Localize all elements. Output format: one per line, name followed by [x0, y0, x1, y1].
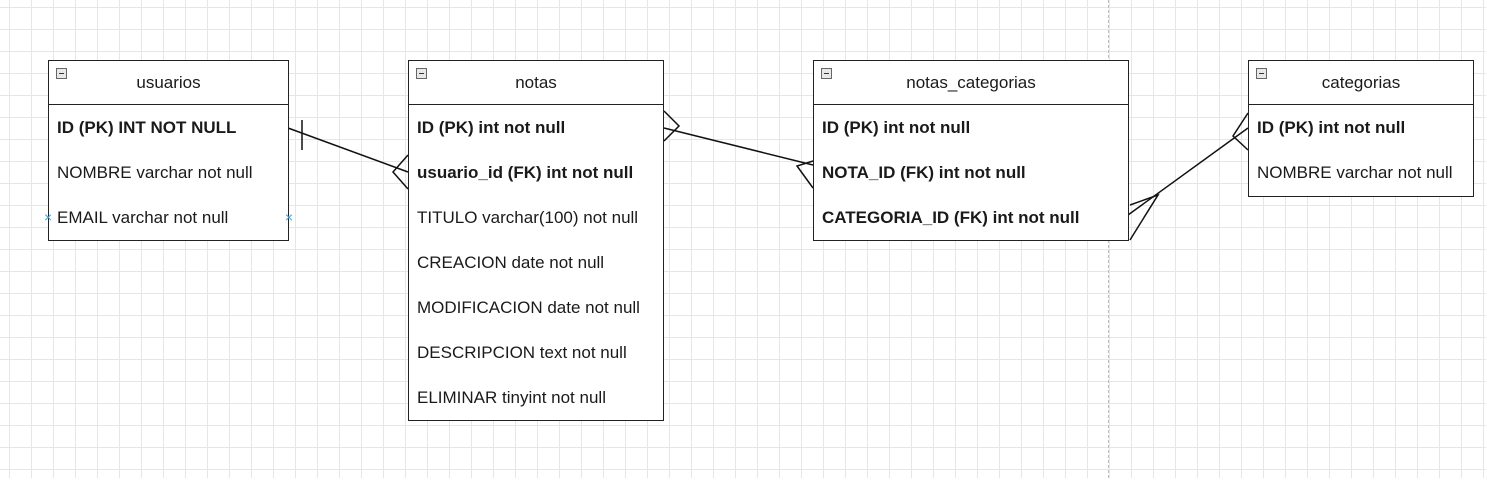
crowsfoot-categorias [1232, 112, 1249, 151]
collapse-icon[interactable] [1256, 68, 1267, 79]
entity-title: usuarios [136, 72, 201, 92]
entity-categorias[interactable]: categorias ID (PK) int not null NOMBRE v… [1248, 60, 1474, 197]
collapse-icon[interactable] [56, 68, 67, 79]
field-row[interactable]: ID (PK) int not null [1257, 118, 1406, 137]
field-row[interactable]: DESCRIPCION text not null [417, 343, 627, 362]
entity-title: notas [515, 72, 557, 92]
entity-title: categorias [1321, 72, 1401, 92]
field-row[interactable]: NOMBRE varchar not null [1257, 163, 1453, 182]
field-row[interactable]: MODIFICACION date not null [417, 298, 640, 317]
crowsfoot-notas-usuarios [391, 154, 409, 190]
field-row[interactable]: usuario_id (FK) int not null [417, 163, 634, 182]
field-row-selected[interactable]: × EMAIL varchar not null × [44, 195, 293, 240]
collapse-icon[interactable] [821, 68, 832, 79]
crowsfoot-notas [663, 110, 681, 142]
relation-notas_categorias-categorias[interactable] [1127, 127, 1249, 216]
field-row[interactable]: ID (PK) int not null [822, 118, 971, 137]
field-row[interactable]: ELIMINAR tinyint not null [417, 388, 606, 407]
entity-notas[interactable]: notas ID (PK) int not null usuario_id (F… [408, 60, 664, 421]
field-row[interactable]: CREACION date not null [417, 253, 605, 272]
entity-usuarios[interactable]: usuarios ID (PK) INT NOT NULL NOMBRE var… [44, 60, 293, 241]
field-row[interactable]: ID (PK) int not null [417, 118, 566, 137]
relation-usuarios-notas[interactable] [287, 127, 409, 173]
selection-handle-icon[interactable]: × [44, 209, 53, 225]
field-row[interactable]: CATEGORIA_ID (FK) int not null [822, 208, 1080, 227]
collapse-icon[interactable] [416, 68, 427, 79]
crowsfoot-notas_categorias-categoria [1129, 193, 1160, 241]
entity-title: notas_categorias [906, 72, 1036, 92]
crowsfoot-notas_categorias-nota [795, 160, 814, 189]
field-label: EMAIL varchar not null [57, 208, 229, 227]
field-row[interactable]: TITULO varchar(100) not null [417, 208, 639, 227]
field-row[interactable]: ID (PK) INT NOT NULL [57, 118, 237, 137]
field-row[interactable]: NOTA_ID (FK) int not null [822, 163, 1026, 182]
selection-handle-icon[interactable]: × [284, 209, 293, 225]
entity-notas_categorias[interactable]: notas_categorias ID (PK) int not null NO… [813, 60, 1129, 241]
field-row[interactable]: NOMBRE varchar not null [57, 163, 253, 182]
relation-notas-notas_categorias[interactable] [663, 127, 814, 166]
